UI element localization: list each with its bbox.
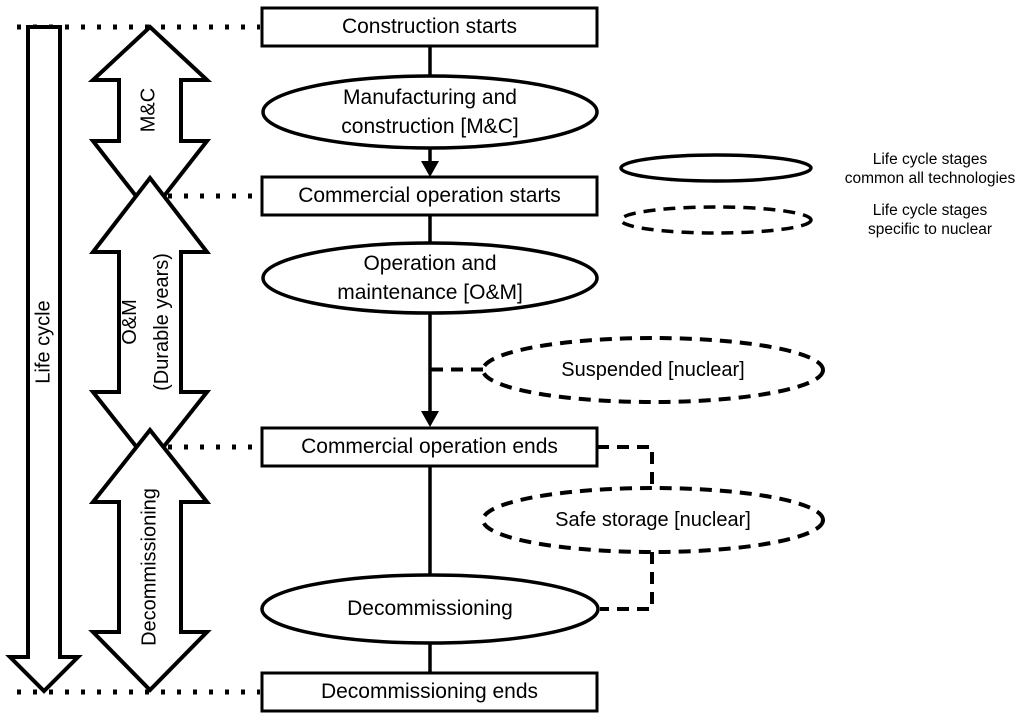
mc-phase-label: M&C [137, 87, 160, 133]
operation-maintenance-line2: maintenance [O&M] [337, 281, 523, 304]
manufacturing-construction-label: Manufacturing and construction [M&C] [280, 77, 580, 147]
manufacturing-construction-line2: construction [M&C] [341, 115, 519, 138]
decommissioning-stage-label: Decommissioning [347, 597, 513, 621]
legend-common-line2: common all technologies [844, 170, 1016, 187]
commercial-operation-starts-label: Commercial operation starts [298, 184, 561, 208]
decommissioning-ellipse [260, 573, 600, 645]
om-phase-label-line1: O&M [119, 299, 141, 345]
safe-storage-label: Safe storage [nuclear] [555, 509, 751, 531]
legend-common-label: Life cycle stages common all technologie… [830, 150, 1024, 188]
dashed-elbow-to-safe-storage [597, 445, 654, 489]
om-phase-label-line2: (Durable years) [151, 253, 173, 391]
commercial-operation-ends-label: Commercial operation ends [301, 435, 558, 459]
legend-nuclear-line2: specific to nuclear [867, 221, 993, 238]
decommissioning-phase-arrow [88, 426, 212, 693]
operation-maintenance-ellipse [261, 241, 599, 315]
legend-common-line1: Life cycle stages [872, 151, 988, 168]
life-cycle-arrow [5, 25, 83, 694]
construction-starts-box [260, 6, 599, 48]
legend-nuclear-label: Life cycle stages specific to nuclear [830, 201, 1024, 239]
operation-maintenance-line1: Operation and [363, 252, 497, 275]
suspended-label: Suspended [nuclear] [561, 359, 745, 381]
decommissioning-phase-label: Decommissioning [138, 488, 161, 646]
life-cycle-arrow-label: Life cycle [32, 300, 55, 384]
safe-storage-ellipse [481, 486, 825, 554]
commercial-operation-ends-box [260, 426, 599, 468]
decommissioning-ends-box [260, 671, 599, 713]
commercial-operation-starts-box [260, 175, 599, 217]
manufacturing-construction-ellipse [261, 74, 599, 150]
dashed-elbow-to-decommissioning [600, 552, 654, 611]
legend-solid-ellipse [619, 153, 813, 183]
manufacturing-construction-line1: Manufacturing and [343, 86, 517, 109]
flow-arrowhead-2 [421, 411, 439, 427]
decommissioning-ends-label: Decommissioning ends [320, 680, 539, 704]
legend-dashed-ellipse [619, 205, 813, 235]
flow-arrowhead-1 [421, 161, 439, 177]
operation-maintenance-label: Operation and maintenance [O&M] [280, 243, 580, 313]
construction-starts-label: Construction starts [341, 15, 518, 39]
suspended-ellipse [481, 336, 825, 404]
om-phase-label: O&M (Durable years) [114, 253, 178, 391]
legend-nuclear-line1: Life cycle stages [872, 202, 988, 219]
